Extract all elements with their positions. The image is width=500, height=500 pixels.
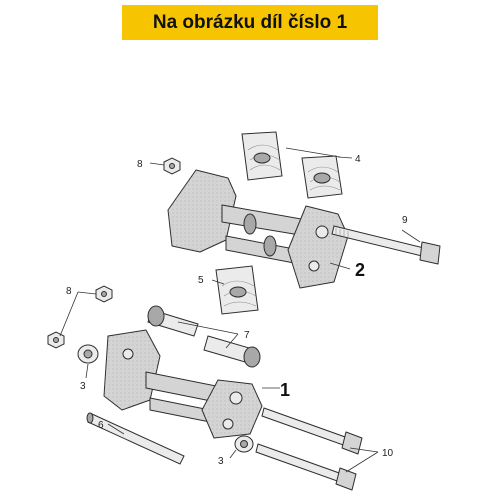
- callout-3-bottom: 3: [218, 456, 224, 467]
- bushing-part-3: [77, 344, 254, 453]
- callout-1: 1: [280, 380, 290, 400]
- rubber-mount-part-4: [241, 131, 343, 199]
- callout-10: 10: [382, 448, 394, 459]
- callout-3-left: 3: [80, 381, 86, 392]
- banner-title: Na obrázku díl číslo 1: [152, 11, 348, 33]
- nut-part-8: [47, 157, 181, 349]
- part-number-banner: Na obrázku díl číslo 1: [122, 5, 378, 40]
- callout-9: 9: [402, 215, 408, 226]
- callout-8-left: 8: [66, 286, 72, 297]
- lower-bracket-part-1: [103, 329, 263, 439]
- bolt-part-9: [331, 225, 441, 265]
- callout-6: 6: [98, 420, 104, 431]
- rubber-mount-part-5: [215, 265, 259, 315]
- sleeve-part-7: [147, 305, 261, 368]
- callout-2: 2: [355, 260, 365, 280]
- bolt-part-10: [255, 407, 363, 491]
- callout-4: 4: [355, 154, 361, 165]
- callout-7: 7: [244, 330, 250, 341]
- leader-lines: [59, 147, 421, 473]
- callout-8-top: 8: [137, 159, 143, 170]
- upper-bracket-part-2: [167, 169, 349, 289]
- callout-5: 5: [198, 275, 204, 286]
